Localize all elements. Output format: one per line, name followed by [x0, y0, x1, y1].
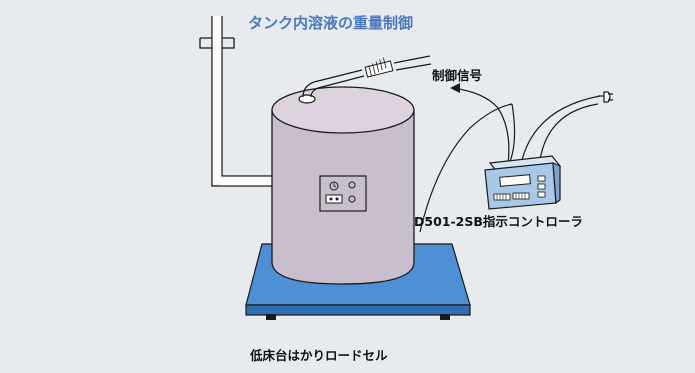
load-cell-label: 低床台はかりロードセル: [250, 348, 388, 363]
controller-label: D501-2SB指示コントローラ: [414, 214, 583, 229]
feed-pipe-fill: [212, 16, 222, 184]
feed-pipe-elbow: [212, 176, 282, 186]
controller-device: [484, 155, 562, 210]
flexible-coupling: [364, 60, 394, 78]
control-signal-label: 制御信号: [432, 68, 483, 83]
feed-pipe: [199, 16, 282, 187]
diagram-title: タンク内溶液の重量制御: [248, 14, 414, 32]
cables: [419, 87, 601, 233]
inlet-pipe: [298, 55, 432, 104]
signal-arrow: [450, 83, 460, 93]
power-plug: [598, 91, 613, 103]
tank-panel: [319, 175, 367, 212]
